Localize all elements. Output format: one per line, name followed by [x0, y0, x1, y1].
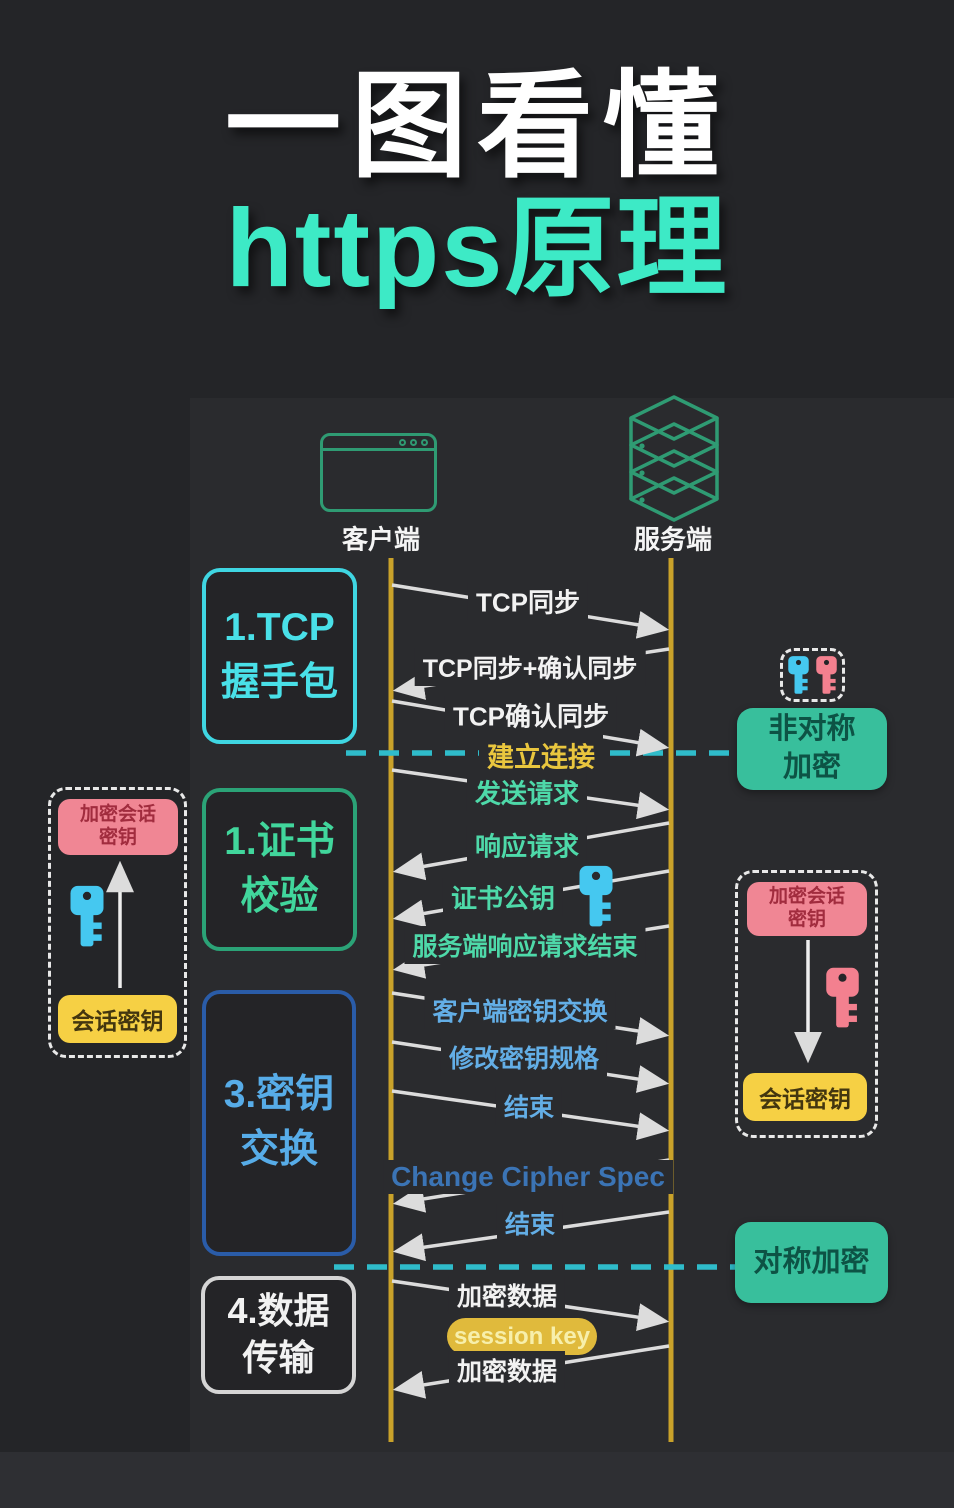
- msg-client-key-exchange: 客户端密钥交换: [424, 991, 616, 1029]
- encrypted-session-key-label: 加密会话: [768, 886, 845, 908]
- browser-dot-icon: [421, 438, 428, 446]
- session-key-box-right: 会话密钥: [743, 1073, 867, 1121]
- symmetric-encryption-label: 对称加密: [753, 1245, 870, 1278]
- encrypted-session-key-label: 加密会话: [79, 804, 156, 826]
- msg-send-request: 发送请求: [466, 772, 588, 812]
- footer-strip: [0, 1452, 954, 1508]
- server-label: 服务端: [633, 524, 713, 555]
- server-session-key-group: [735, 870, 878, 1138]
- session-key-label: 会话密钥: [71, 1008, 164, 1034]
- server-stack-icon: [629, 395, 719, 522]
- session-key-icon-pink: [826, 967, 859, 1028]
- encrypted-session-key-label: 密钥: [98, 827, 137, 848]
- phase-label: 4.数据: [227, 1290, 330, 1332]
- page-title-line2: https原理: [225, 187, 729, 310]
- phase-label: 3.密钥: [223, 1073, 335, 1117]
- msg-finish-1: 结束: [495, 1087, 563, 1125]
- encrypted-session-key-box-left: 加密会话 密钥: [58, 799, 178, 855]
- key-pair-blue-key-icon: [788, 656, 809, 694]
- phase-box-key-exchange: 3.密钥 交换: [202, 990, 356, 1256]
- msg-encrypted-data-1: 加密数据: [448, 1276, 566, 1314]
- msg-change-key-spec: 修改密钥规格: [440, 1038, 608, 1076]
- msg-tcp-syn: TCP同步: [467, 581, 589, 621]
- encrypted-session-key-box-right: 加密会话 密钥: [747, 882, 867, 936]
- session-key-label: session key: [453, 1322, 591, 1350]
- public-key-icon: [579, 865, 613, 927]
- msg-tcp-syn-ack: TCP同步+确认同步: [414, 648, 646, 686]
- session-key-box-left: 会话密钥: [58, 995, 177, 1043]
- phase-box-cert-verify: 1.证书 校验: [202, 788, 357, 951]
- session-key-label: 会话密钥: [759, 1086, 851, 1112]
- client-session-key-group: [48, 787, 187, 1058]
- phase-label: 交换: [239, 1128, 318, 1171]
- asymmetric-encryption-label: 非对称: [768, 713, 856, 746]
- session-key-icon-blue: [70, 885, 104, 947]
- phase-label: 传输: [242, 1337, 315, 1378]
- key-pair-pink-key-icon: [816, 656, 837, 694]
- asymmetric-encryption-label: 加密: [782, 751, 841, 783]
- page-title-line1: 一图看懂: [225, 61, 729, 191]
- phase-label: 1.证书: [224, 819, 335, 863]
- browser-dot-icon: [399, 438, 406, 446]
- client-browser-icon: [320, 433, 437, 512]
- msg-encrypted-data-2: 加密数据: [448, 1351, 566, 1389]
- msg-establish-connection: 建立连接: [479, 734, 603, 776]
- msg-respond-request: 响应请求: [466, 825, 588, 865]
- phase-box-data-transfer: 4.数据 传输: [201, 1276, 356, 1394]
- msg-server-response-end: 服务端响应请求结束: [404, 926, 646, 964]
- symmetric-encryption-box: 对称加密: [735, 1222, 888, 1303]
- msg-cert-public-key: 证书公钥: [442, 877, 564, 917]
- phase-label: 握手包: [220, 661, 338, 704]
- session-key-pill: session key: [447, 1318, 597, 1355]
- msg-change-cipher-spec: Change Cipher Spec: [383, 1160, 673, 1194]
- asymmetric-encryption-box: 非对称 加密: [737, 708, 887, 790]
- browser-dot-icon: [410, 438, 417, 446]
- msg-finish-2: 结束: [496, 1204, 564, 1242]
- phase-label: 校验: [240, 874, 319, 918]
- phase-label: 1.TCP: [224, 606, 335, 650]
- key-pair-group: [780, 648, 845, 702]
- encrypted-session-key-label: 密钥: [787, 909, 826, 930]
- client-label: 客户端: [341, 524, 421, 555]
- msg-tcp-ack: TCP确认同步: [444, 695, 618, 735]
- phase-box-tcp-handshake: 1.TCP 握手包: [202, 568, 357, 744]
- browser-titlebar: [323, 436, 434, 451]
